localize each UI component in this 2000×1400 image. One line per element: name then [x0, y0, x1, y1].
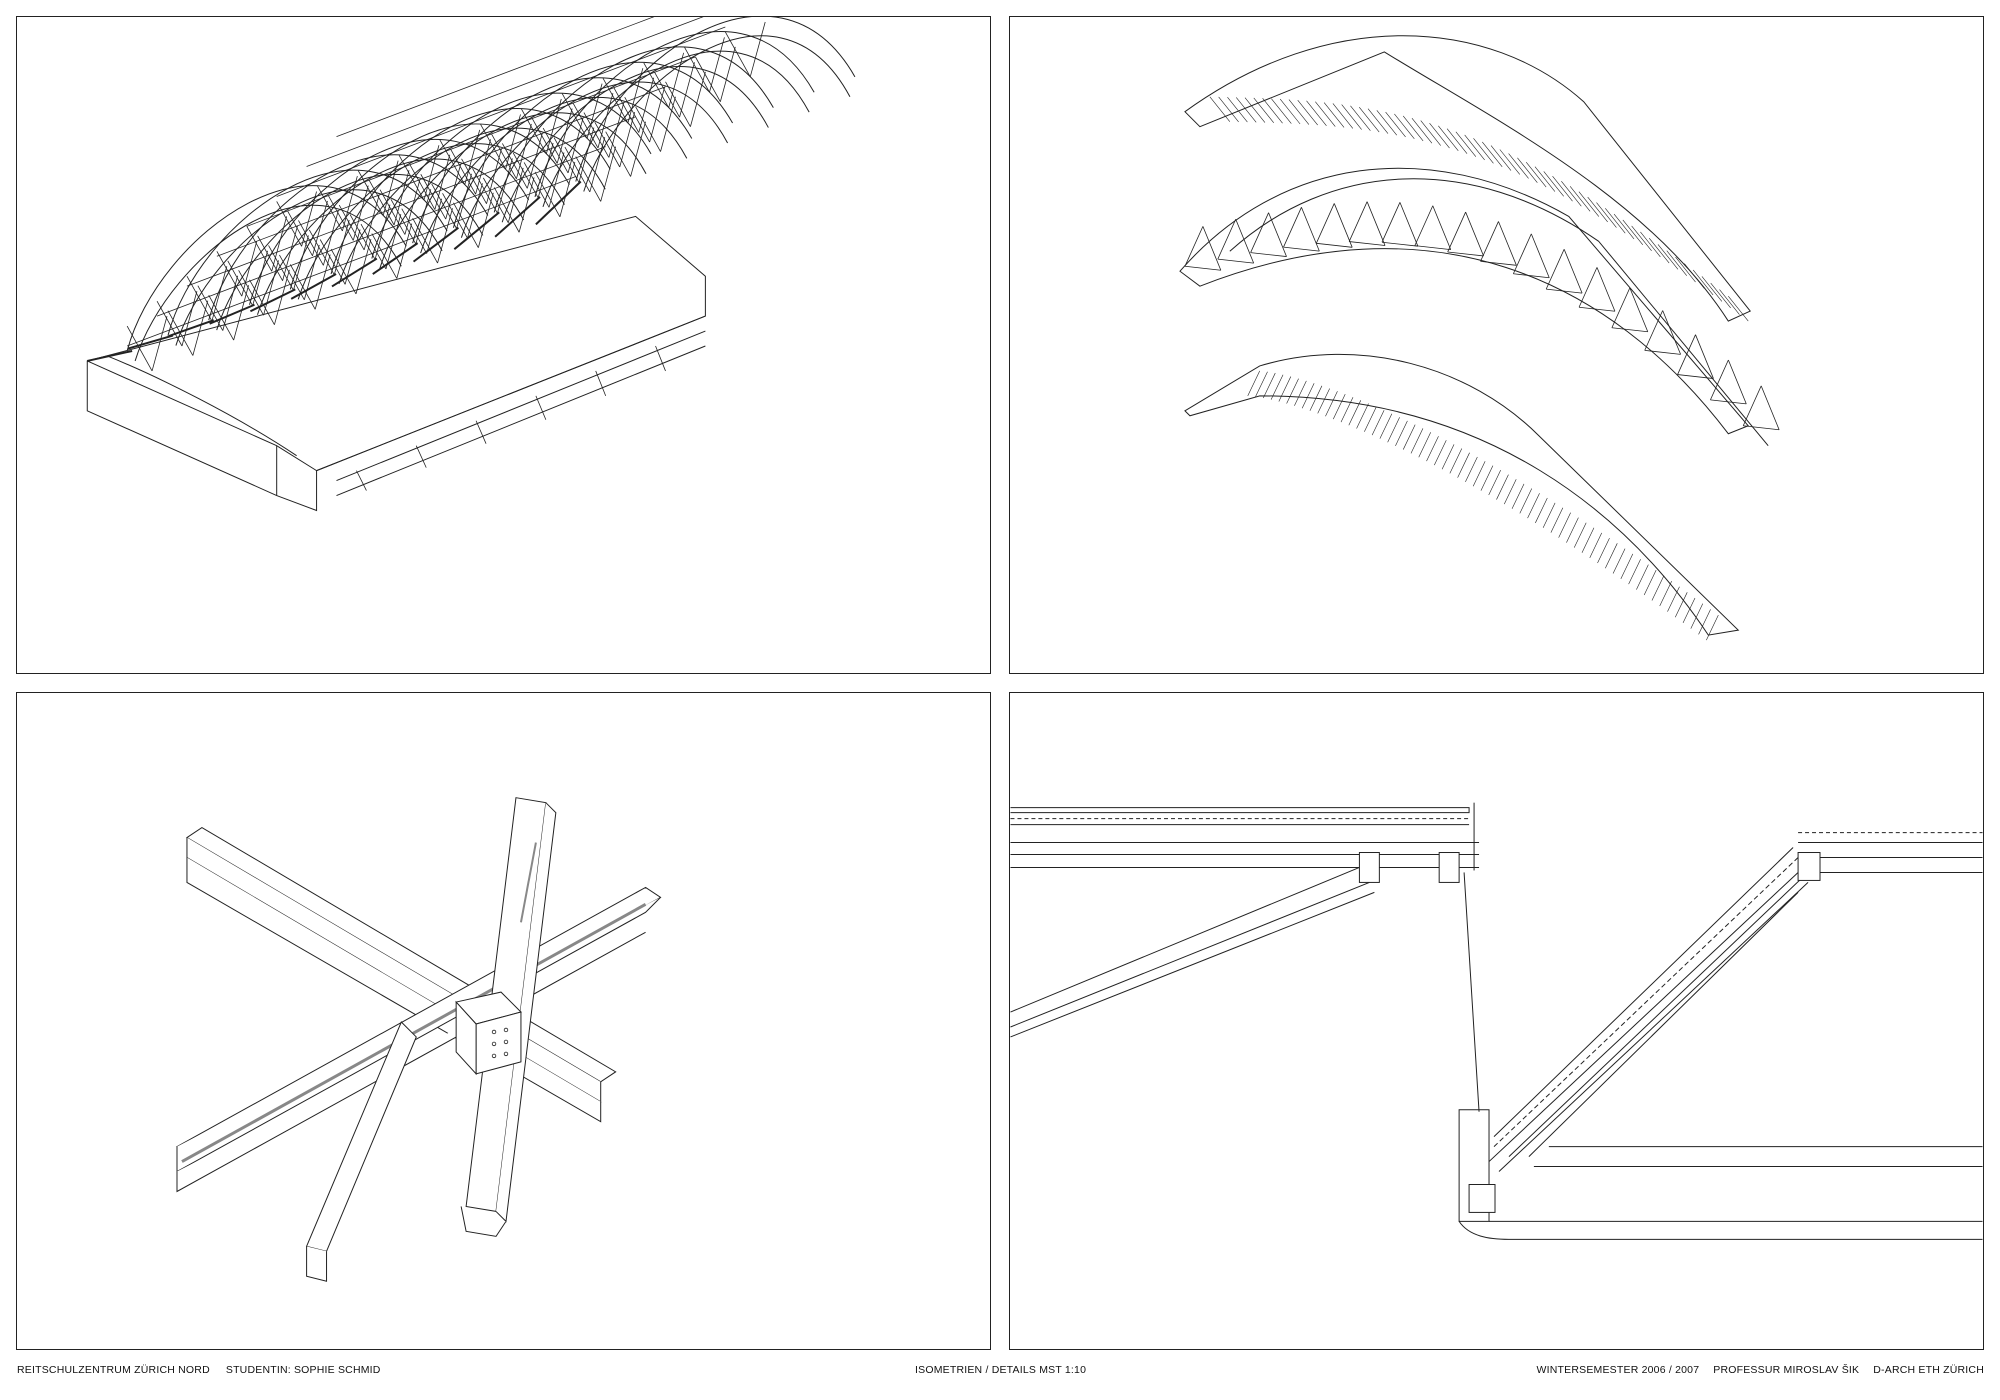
panel-isometric-roof — [16, 16, 991, 674]
footer-left: REITSCHULZENTRUM ZÜRICH NORD STUDENTIN: S… — [17, 1364, 381, 1376]
beam-node-drawing — [176, 797, 662, 1282]
exploded-layers-drawing — [1179, 35, 1780, 641]
panel-beam-node — [16, 692, 991, 1350]
sheet-title: ISOMETRIEN / DETAILS MST 1:10 — [915, 1364, 1087, 1376]
footer-right: WINTERSEMESTER 2006 / 2007 PROFESSUR MIRO… — [1537, 1364, 1985, 1376]
truss-detail-drawing — [1010, 802, 1983, 1240]
panel-exploded-layers — [1009, 16, 1984, 674]
project-name: REITSCHULZENTRUM ZÜRICH NORD — [17, 1364, 210, 1376]
student-name: STUDENTIN: SOPHIE SCHMID — [225, 1364, 381, 1376]
institution: D-ARCH ETH ZÜRICH — [1873, 1364, 1984, 1376]
professor: PROFESSUR MIROSLAV ŠIK — [1713, 1364, 1860, 1376]
semester: WINTERSEMESTER 2006 / 2007 — [1536, 1364, 1700, 1376]
roof-isometric-drawing — [86, 17, 856, 512]
panel-truss-detail — [1009, 692, 1984, 1350]
